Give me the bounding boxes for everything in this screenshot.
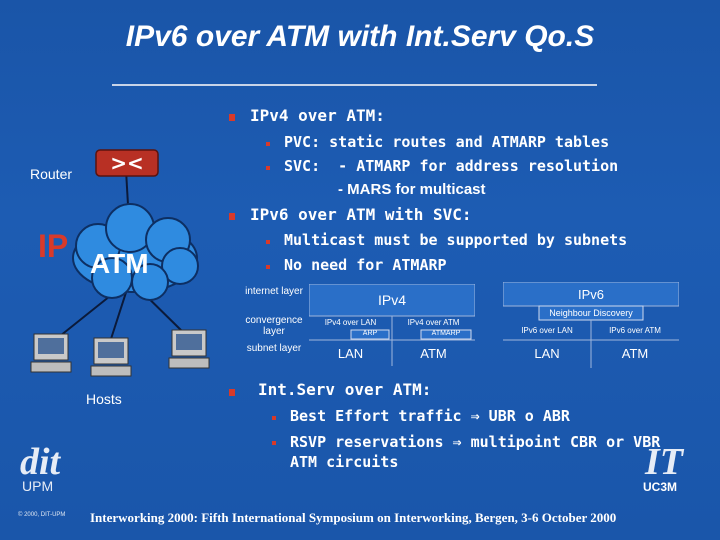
section1-continuation: - MARS for multicast: [338, 181, 486, 198]
ipv6-subnet-atm: ATM: [621, 346, 649, 361]
ipv6-title: IPv6: [577, 287, 604, 302]
page-title: IPv6 over ATM with Int.Serv Qo.S: [125, 20, 595, 53]
ipv4-conv-lan: IPv4 over LAN: [324, 318, 377, 327]
layer-label-subnet: subnet layer: [246, 343, 302, 354]
footer-text: Interworking 2000: Fifth International S…: [90, 510, 617, 525]
bullet-icon: [229, 213, 235, 220]
sub-bullet-icon: [266, 265, 270, 269]
sub-bullet-icon: [272, 416, 276, 420]
upm-logo: UPM: [22, 478, 54, 494]
bullet-icon: [229, 389, 235, 396]
section3-heading: Int.Serv over ATM:: [258, 380, 432, 399]
sub-bullet-icon: [266, 166, 270, 170]
section3-item: RSVP reservations ⇒ multipoint CBR or VB…: [290, 433, 661, 471]
router-label: Router: [30, 166, 73, 182]
layer-label-convergence: convergence layer: [245, 315, 303, 337]
ipv6-conv-atm: IPv6 over ATM: [609, 326, 661, 335]
sub-bullet-icon: [266, 240, 270, 244]
atm-cloud: [72, 203, 199, 301]
atm-label: ATM: [90, 248, 149, 279]
ipv4-subnet-lan: LAN: [337, 346, 364, 361]
section1-heading: IPv4 over ATM:: [250, 106, 385, 125]
ipv4-subnet-atm: ATM: [420, 346, 447, 361]
layer-label-internet: internet layer: [245, 286, 303, 297]
section2-item: Multicast must be supported by subnets: [284, 231, 628, 249]
section3-item: Best Effort traffic ⇒ UBR o ABR: [290, 407, 570, 425]
ip-label: IP: [38, 228, 69, 264]
ipv4-stack: IPv4 IPv4 over LAN IPv4 over ATM ARP ATM…: [309, 284, 475, 366]
dit-logo: dit: [20, 441, 61, 483]
bullet-icon: [229, 114, 235, 121]
ipv4-conv-atm: IPv4 over ATM: [407, 318, 460, 327]
host-icon: [30, 333, 72, 373]
network-diagram: ><: [0, 130, 230, 420]
uc3m-logo: UC3M: [643, 480, 678, 494]
sub-bullet-icon: [272, 441, 276, 445]
ipv6-subnet-lan: LAN: [534, 346, 560, 361]
host-icon: [90, 337, 132, 377]
copyright: © 2000, DIT-UPM: [18, 512, 66, 518]
ipv6-neighbour-discovery: Neighbour Discovery: [549, 308, 633, 318]
hosts-label: Hosts: [86, 391, 122, 407]
network-diagram-graphic: ><: [30, 149, 210, 377]
section1-item: SVC: - ATMARP for address resolution: [284, 157, 619, 175]
ipv6-conv-lan: IPv6 over LAN: [521, 326, 573, 335]
host-icon: [168, 329, 210, 369]
ipv4-title: IPv4: [377, 292, 406, 308]
svg-text:><: ><: [110, 151, 144, 175]
ipv4-arp: ARP: [362, 330, 378, 337]
it-logo: IT: [645, 441, 683, 483]
ipv6-stack: IPv6 Neighbour Discovery IPv6 over LAN I…: [503, 282, 679, 368]
router-icon: ><: [95, 149, 159, 177]
section2-heading: IPv6 over ATM with SVC:: [250, 205, 472, 224]
title-underline: [112, 84, 597, 86]
section1-item: PVC: static routes and ATMARP tables: [284, 133, 610, 151]
ipv4-atmarp: ATMARP: [431, 330, 461, 337]
sub-bullet-icon: [266, 142, 270, 146]
section2-item: No need for ATMARP: [284, 256, 447, 274]
